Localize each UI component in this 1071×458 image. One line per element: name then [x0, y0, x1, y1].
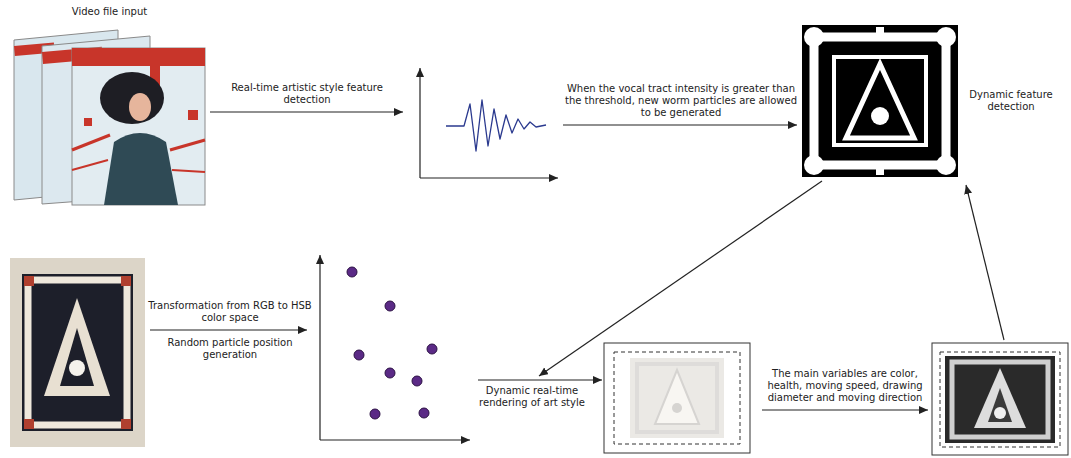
feature-map-image	[802, 25, 958, 177]
render-frame	[945, 356, 1055, 443]
render-frame	[672, 403, 682, 413]
render-frame	[932, 343, 1068, 455]
artwork-image	[10, 258, 145, 447]
flow-arrow	[150, 329, 307, 330]
feature-detection-node: Dynamic feature detection	[800, 24, 1062, 178]
arrow-label: The main variables are color, health, mo…	[766, 368, 924, 404]
artwork-image	[121, 419, 131, 429]
render-frame	[988, 388, 1012, 422]
flow-arrow	[762, 409, 928, 410]
feature-map-image	[871, 107, 889, 125]
video-input-node: Video file input	[12, 4, 207, 207]
feature-map-image	[804, 27, 824, 47]
feature-map-image	[802, 25, 958, 177]
node-title: Video file input	[12, 6, 207, 18]
render-frame	[614, 352, 740, 444]
video-frames	[72, 135, 110, 150]
video-frames	[100, 72, 164, 124]
particle-scatter	[385, 368, 395, 378]
video-frames	[172, 170, 205, 172]
video-frames	[188, 110, 198, 120]
feature-map-image	[814, 37, 946, 165]
flow-arrow	[478, 379, 602, 380]
particle-scatter	[385, 301, 395, 311]
particle-scatter	[419, 408, 429, 418]
arrow-label: Real-time artistic style feature detecti…	[218, 82, 396, 106]
feature-map-image	[876, 27, 884, 41]
feature-map-image	[834, 57, 926, 145]
particle-scatter	[354, 350, 364, 360]
render-frame	[940, 352, 1060, 447]
artwork-image	[121, 276, 131, 286]
arrow-label: Transformation from RGB to HSB color spa…	[146, 300, 314, 324]
feedback-arrow	[539, 181, 822, 376]
waveform-chart	[420, 68, 558, 178]
video-frames	[104, 133, 178, 205]
render-frame	[630, 358, 724, 438]
particle-scatter	[320, 439, 470, 440]
feature-map-image	[936, 27, 956, 47]
artwork-image	[10, 258, 145, 447]
render-frame	[932, 343, 1068, 455]
artwork-image	[44, 298, 110, 396]
render-frame	[994, 407, 1006, 419]
feature-map-image	[876, 161, 884, 175]
feedback-arrow	[966, 185, 1004, 340]
render-frame	[604, 343, 750, 453]
waveform-chart	[446, 100, 546, 151]
arrow-label: Dynamic real-time rendering of art style	[462, 385, 602, 409]
feature-map-image	[804, 155, 824, 175]
feature-map-image	[936, 155, 956, 175]
render-frame	[655, 370, 699, 424]
node-title: Dynamic feature detection	[962, 89, 1060, 113]
particle-scatter	[427, 344, 437, 354]
video-frames	[84, 118, 92, 126]
video-frames	[72, 48, 205, 66]
particle-scatter	[320, 255, 470, 440]
artwork-image	[22, 274, 133, 431]
particle-scatter	[319, 255, 320, 440]
artwork-image	[24, 419, 34, 429]
particle-scatter	[412, 376, 422, 386]
render-frame	[974, 368, 1026, 428]
arrow-label: Random particle position generation	[146, 337, 314, 361]
waveform-chart	[420, 177, 558, 178]
video-frames	[72, 48, 205, 205]
render-frame	[630, 358, 724, 438]
video-frames	[170, 140, 205, 150]
flow-arrow	[563, 124, 797, 125]
render-frame	[637, 364, 717, 432]
feature-map-image	[846, 64, 914, 138]
render-frame	[952, 362, 1048, 437]
video-frames	[14, 30, 205, 205]
video-frames	[72, 160, 108, 170]
render-frame	[604, 343, 750, 453]
artwork-image	[28, 280, 127, 425]
artwork-image	[69, 360, 85, 376]
arrow-label: When the vocal tract intensity is greate…	[565, 83, 797, 119]
particle-scatter	[370, 409, 380, 419]
particle-scatter	[347, 267, 437, 419]
particle-scatter	[347, 267, 357, 277]
waveform-chart	[419, 68, 420, 178]
artwork-image	[24, 276, 34, 286]
flow-arrow	[210, 111, 403, 112]
video-frames	[129, 93, 151, 121]
artwork-image	[60, 328, 94, 386]
